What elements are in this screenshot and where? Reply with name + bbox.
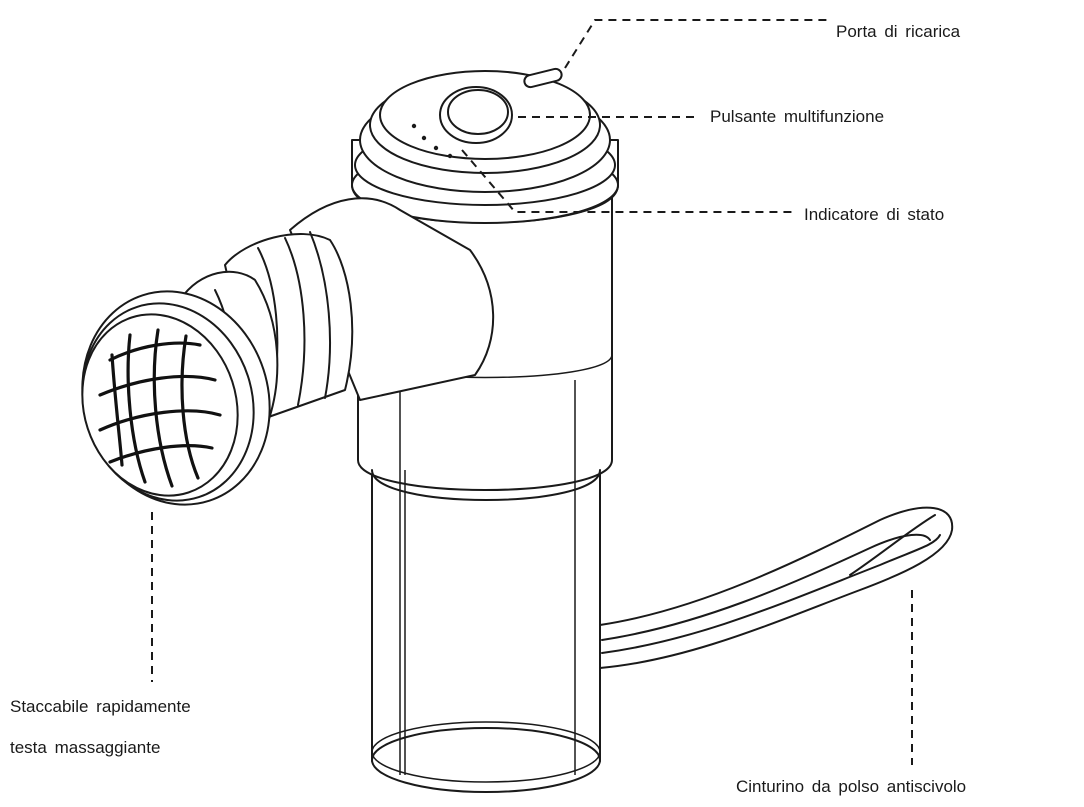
- top-cap: [351, 67, 619, 224]
- status-indicator-label: Indicatore di stato: [804, 205, 944, 224]
- charging-port-label: Porta di ricarica: [836, 22, 961, 41]
- grid-pattern: [98, 328, 222, 488]
- multifunction-button-label: Pulsante multifunzione: [710, 107, 884, 126]
- leader-lines: [151, 19, 913, 765]
- main-body: [357, 179, 613, 793]
- massage-head-label-line1: Staccabile rapidamente: [10, 697, 191, 716]
- charging-port: [523, 67, 563, 89]
- wrist-strap: [599, 506, 954, 669]
- status-indicator-dots: [411, 123, 453, 159]
- wrist-strap-label: Cinturino da polso antiscivolo: [736, 777, 966, 796]
- massage-head-label-line2: testa massaggiante: [10, 738, 160, 757]
- massage-head: [81, 290, 271, 506]
